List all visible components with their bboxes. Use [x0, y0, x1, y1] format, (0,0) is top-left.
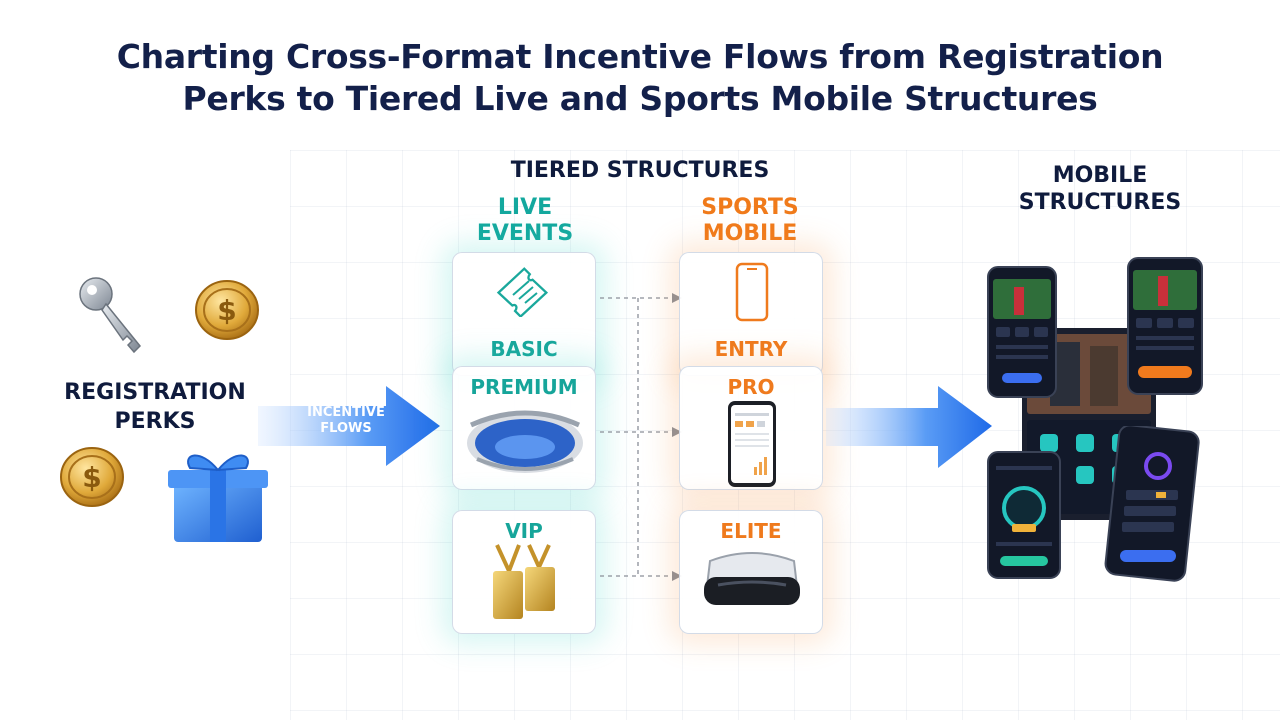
tier-card-pro: PRO [679, 366, 823, 490]
mobile-structures-heading: MOBILE STRUCTURES [1018, 163, 1182, 215]
tiered-structures-heading: TIERED STRUCTURES [510, 158, 770, 183]
tier-label-elite: ELITE [720, 519, 782, 543]
incentive-flows-label: INCENTIVE FLOWS [307, 405, 385, 436]
phone-app-screen [987, 266, 1057, 398]
tier-label-basic: BASIC [490, 337, 558, 361]
coin-icon: $ [60, 447, 124, 507]
title-line-1: Charting Cross-Format Incentive Flows fr… [116, 37, 1164, 76]
title-line-2: Perks to Tiered Live and Sports Mobile S… [182, 79, 1098, 118]
tier-card-vip: VIP [452, 510, 596, 634]
tier-label-entry: ENTRY [714, 337, 788, 361]
stadium-icon [467, 410, 583, 473]
sports-mobile-heading: SPORTS MOBILE [701, 195, 799, 246]
tier-card-elite: ELITE [679, 510, 823, 634]
tier-connector-lines [600, 293, 682, 581]
live-events-heading: LIVE EVENTS [476, 195, 574, 246]
tier-card-basic: BASIC [452, 252, 596, 376]
vr-headset-icon [704, 552, 800, 605]
tier-card-entry: ENTRY [679, 252, 823, 376]
tier-label-premium: PREMIUM [470, 375, 578, 399]
phone-dashboard-icon [728, 401, 776, 487]
incentive-flow-arrow [258, 386, 440, 466]
svg-text:$: $ [217, 294, 236, 327]
tier-label-vip: VIP [505, 519, 543, 543]
tier-label-pro: PRO [727, 375, 775, 399]
phone-app-screen [987, 451, 1061, 579]
tier-card-premium: PREMIUM [452, 366, 596, 490]
ticket-icon [496, 267, 549, 317]
registration-perks-heading: REGISTRATION PERKS [64, 380, 246, 434]
gift-box-icon [168, 454, 268, 542]
svg-text:$: $ [82, 461, 101, 494]
phone-app-screen [1127, 257, 1203, 395]
phone-app-screen [1104, 426, 1200, 582]
coin-icon: $ [195, 280, 259, 340]
mobile-flow-arrow [826, 386, 992, 468]
smartphone-icon [735, 262, 769, 322]
page-title: Charting Cross-Format Incentive Flows fr… [40, 36, 1240, 120]
key-icon [79, 277, 142, 354]
vip-lanyard-icon [493, 544, 555, 619]
